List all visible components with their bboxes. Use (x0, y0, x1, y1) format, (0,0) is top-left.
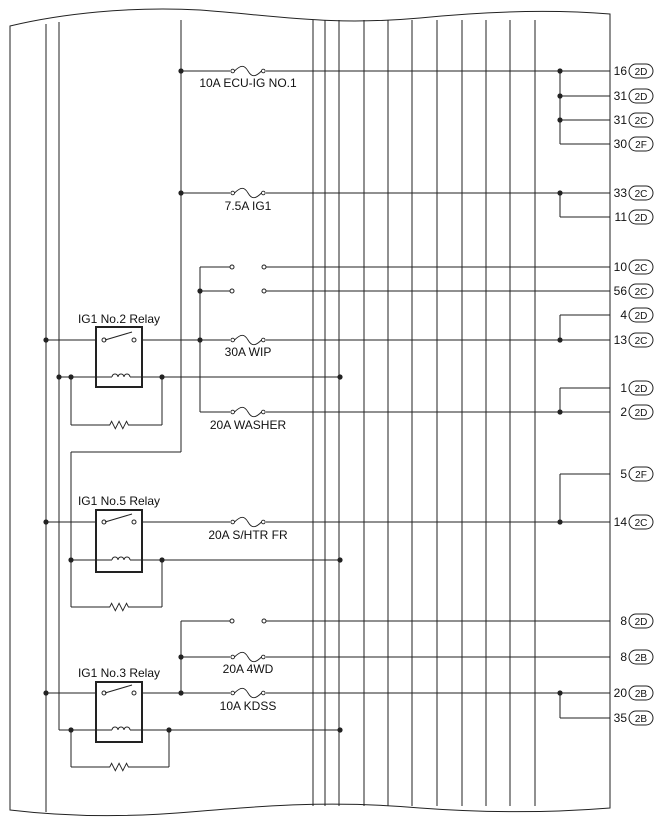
terminal-connector: 2D (635, 384, 648, 395)
ig1-circuit (178, 187, 610, 218)
terminal-pin: 13 (614, 333, 628, 347)
terminal-11-2D: 11 2D (615, 209, 654, 225)
connector-badge (628, 209, 654, 225)
terminal-connector: 2F (635, 470, 647, 481)
terminal-connector: 2B (635, 653, 648, 664)
fuse-label-kdss: 10A KDSS (220, 699, 277, 713)
terminal-20-2B: 20 2B (614, 685, 654, 701)
fuse-label-ecu-ig-no1: 10A ECU-IG NO.1 (199, 76, 297, 90)
terminal-connector: 2D (635, 67, 648, 78)
connector-badge (628, 649, 654, 665)
terminal-pin: 8 (620, 614, 627, 628)
connector-badge (628, 514, 654, 530)
terminal-13-2C: 13 2C (614, 332, 654, 348)
terminal-pin: 20 (614, 686, 628, 700)
relay-labels: IG1 No.2 Relay IG1 No.5 Relay IG1 No.3 R… (78, 312, 160, 680)
grid-bus-lines (312, 20, 536, 806)
fourwd-kdss-circuit (43, 618, 610, 719)
terminal-pin: 1 (620, 381, 627, 395)
terminal-pin: 4 (620, 308, 627, 322)
terminal-31-2D: 31 2D (614, 88, 654, 104)
terminal-56-2C: 56 2C (614, 283, 654, 299)
connector-badge (628, 710, 654, 726)
terminal-5-2F: 5 2F (620, 466, 654, 482)
terminal-2-2D: 2 2D (620, 404, 654, 420)
relay-ig1-no5 (68, 509, 343, 612)
terminal-8-2B: 8 2B (620, 649, 654, 665)
fuse-labels: 10A ECU-IG NO.1 7.5A IG1 30A WIP 20A WAS… (199, 76, 297, 713)
terminal-connector: 2D (635, 92, 648, 103)
relay-label-ig1-no2: IG1 No.2 Relay (78, 312, 160, 326)
ecu-ig-no1-circuit (178, 65, 610, 145)
terminal-connector: 2C (635, 287, 648, 298)
terminal-pin: 8 (620, 650, 627, 664)
connector-badge (628, 259, 654, 275)
terminal-pin: 2 (620, 405, 627, 419)
connector-badge (628, 283, 654, 299)
terminal-connector: 2B (635, 689, 648, 700)
terminal-pin: 11 (615, 210, 628, 224)
connector-badge (628, 613, 654, 629)
terminal-1-2D: 1 2D (620, 380, 654, 396)
page-border (9, 8, 611, 817)
relay-label-ig1-no3: IG1 No.3 Relay (78, 666, 160, 680)
relay-ig1-no3 (59, 681, 343, 772)
terminal-connector: 2C (635, 116, 648, 127)
fuse-label-ig1: 7.5A IG1 (225, 199, 272, 213)
fuse-label-washer: 20A WASHER (210, 418, 287, 432)
terminal-8-2D: 8 2D (620, 613, 654, 629)
terminal-connector: 2C (635, 263, 648, 274)
terminal-connector: 2D (635, 311, 648, 322)
terminal-pin: 35 (614, 711, 628, 725)
relay-ig1-no2 (56, 326, 343, 430)
terminal-pin: 30 (614, 137, 628, 151)
connector-badge (628, 112, 654, 128)
terminal-connector: 2C (635, 518, 648, 529)
terminal-connector: 2D (635, 408, 648, 419)
relay-label-ig1-no5: IG1 No.5 Relay (78, 494, 160, 508)
connector-badge (628, 332, 654, 348)
terminal-connector: 2D (635, 617, 648, 628)
connector-badge (628, 404, 654, 420)
terminal-35-2B: 35 2B (614, 710, 654, 726)
terminal-pin: 31 (614, 89, 628, 103)
terminal-pin: 16 (614, 64, 628, 78)
terminal-31-2C: 31 2C (614, 112, 654, 128)
terminal-connector: 2D (635, 213, 648, 224)
fuse-label-wip: 30A WIP (225, 345, 272, 359)
connector-badge (628, 380, 654, 396)
connector-badge (628, 63, 654, 79)
fuse-label-4wd: 20A 4WD (223, 662, 274, 676)
terminal-connector: 2F (635, 140, 647, 151)
terminal-pin: 33 (614, 186, 628, 200)
fuse-label-shtr-fr: 20A S/HTR FR (208, 528, 288, 542)
wip-washer-circuit (43, 264, 610, 418)
terminal-14-2C: 14 2C (614, 514, 654, 530)
connector-badge (628, 185, 654, 201)
terminal-30-2F: 30 2F (614, 136, 654, 152)
terminal-4-2D: 4 2D (620, 307, 654, 323)
terminal-10-2C: 10 2C (614, 259, 654, 275)
terminal-connector: 2C (635, 189, 648, 200)
terminal-connector: 2B (635, 714, 648, 725)
terminal-pin: 14 (614, 515, 628, 529)
connector-badge (628, 685, 654, 701)
terminal-pin: 56 (614, 284, 628, 298)
terminal-pin: 31 (614, 113, 628, 127)
terminal-pin: 5 (620, 467, 627, 481)
terminal-16-2D: 16 2D (614, 63, 654, 79)
terminal-connector: 2C (635, 336, 648, 347)
connector-badge (628, 88, 654, 104)
shtr-fr-circuit (43, 473, 610, 528)
connector-badge (628, 307, 654, 323)
connector-badge (628, 466, 654, 482)
terminal-33-2C: 33 2C (614, 185, 654, 201)
terminal-pin: 10 (614, 260, 628, 274)
connector-badge (628, 136, 654, 152)
